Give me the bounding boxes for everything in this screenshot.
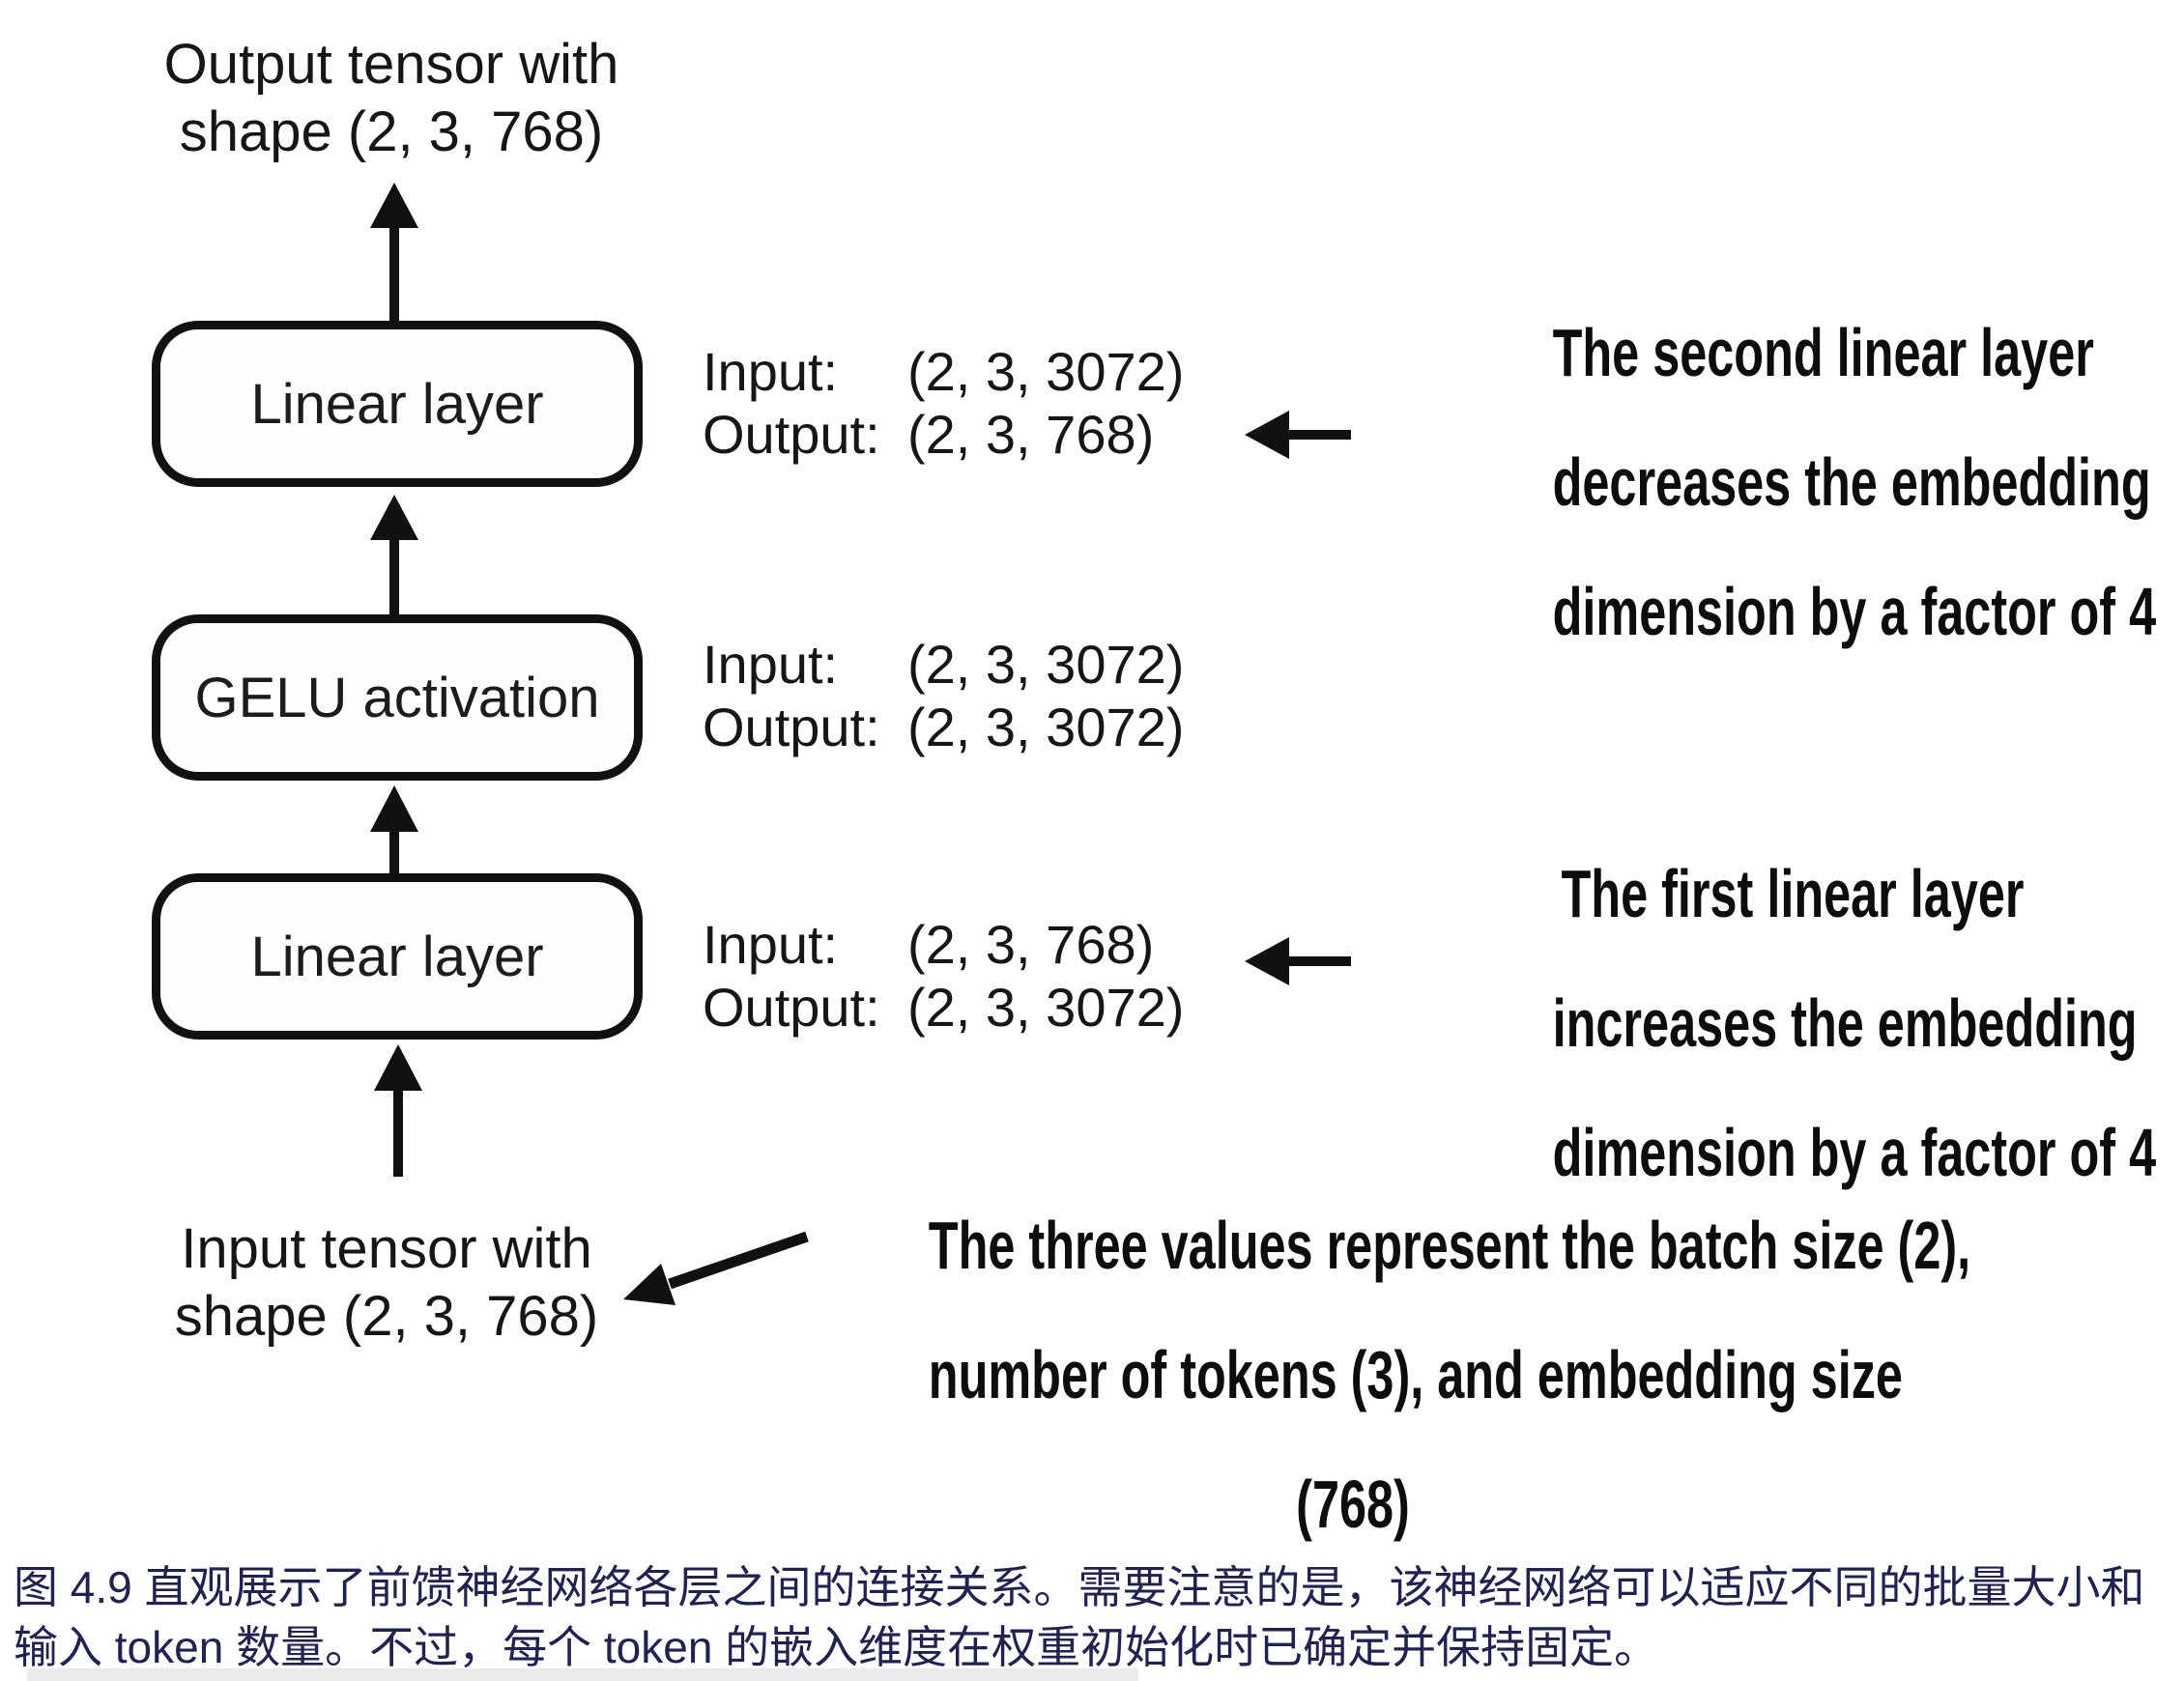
io-input-label: Input: [703,341,839,402]
io-input-row: Input: (2, 3, 3072) [703,633,1302,696]
io-input-label: Input: [703,914,839,975]
io-output-value: (2, 3, 3072) [907,977,1185,1038]
linear-layer-2-box-label: Linear layer [250,372,544,436]
io-output-value: (2, 3, 768) [907,404,1155,465]
io-shapes-linear1: Input: (2, 3, 768) Output: (2, 3, 3072) [703,913,1302,1039]
figure-caption-line1: 图 4.9 直观展示了前馈神经网络各层之间的连接关系。需要注意的是，该神经网络可… [14,1562,2145,1612]
annotation-line: decreases the embedding [1552,444,2151,520]
output-tensor-label-line2: shape (2, 3, 768) [179,100,604,163]
io-output-value: (2, 3, 3072) [907,697,1185,757]
gelu-activation-box: GELU activation [152,614,643,781]
annotation-line: number of tokens (3), and embedding size [928,1337,1903,1412]
io-shapes-linear2: Input: (2, 3, 3072) Output: (2, 3, 768) [703,340,1302,466]
io-input-row: Input: (2, 3, 768) [703,913,1302,976]
io-input-value: (2, 3, 3072) [907,341,1185,402]
annotation-second-linear-layer: The second linear layer decreases the em… [1459,288,2157,676]
output-tensor-label-line1: Output tensor with [163,33,619,96]
io-input-value: (2, 3, 3072) [907,634,1185,695]
input-tensor-label: Input tensor with shape (2, 3, 768) [164,1215,609,1351]
output-tensor-label: Output tensor with shape (2, 3, 768) [97,31,686,166]
io-output-row: Output: (2, 3, 3072) [703,696,1302,758]
io-input-row: Input: (2, 3, 3072) [703,340,1302,403]
cutoff-text-band [27,1668,1138,1681]
arrow-diagonal-icon [623,1231,809,1305]
linear-layer-1-box-label: Linear layer [250,925,544,988]
annotation-three-values: The three values represent the batch siz… [763,1181,1971,1569]
annotation-line: dimension by a factor of 4 [1552,574,2157,649]
io-output-row: Output: (2, 3, 3072) [703,976,1302,1039]
linear-layer-2-box: Linear layer [152,321,643,487]
io-output-label: Output: [703,404,880,465]
io-output-label: Output: [703,977,880,1038]
io-output-label: Output: [703,697,880,757]
arrow-up-icon [370,785,418,877]
arrow-up-icon [370,183,418,325]
io-output-row: Output: (2, 3, 768) [703,403,1302,466]
input-tensor-label-line2: shape (2, 3, 768) [174,1285,599,1348]
annotation-line: increases the embedding [1552,985,2138,1061]
arrow-up-icon [370,495,418,618]
figure-caption-line2: 输入 token 数量。不过，每个 token 的嵌入维度在权重初始化时已确定并… [14,1622,1659,1672]
annotation-line: The three values represent the batch siz… [928,1208,1971,1283]
annotation-line: dimension by a factor of 4 [1552,1115,2157,1190]
arrow-left-icon [1245,411,1351,459]
annotation-first-linear-layer: The first linear layer increases the emb… [1459,829,2157,1217]
annotation-line: The first linear layer [1561,856,2025,931]
input-tensor-label-line1: Input tensor with [181,1217,592,1280]
annotation-line: The second linear layer [1552,315,2094,390]
gelu-activation-box-label: GELU activation [194,666,600,729]
linear-layer-1-box: Linear layer [152,873,643,1040]
annotation-line: (768) [1296,1467,1410,1542]
figure-caption: 图 4.9 直观展示了前馈神经网络各层之间的连接关系。需要注意的是，该神经网络可… [14,1557,2178,1677]
io-shapes-gelu: Input: (2, 3, 3072) Output: (2, 3, 3072) [703,633,1302,758]
io-input-label: Input: [703,634,839,695]
arrow-up-icon [374,1044,422,1177]
arrow-left-icon [1245,937,1351,985]
io-input-value: (2, 3, 768) [907,914,1155,975]
